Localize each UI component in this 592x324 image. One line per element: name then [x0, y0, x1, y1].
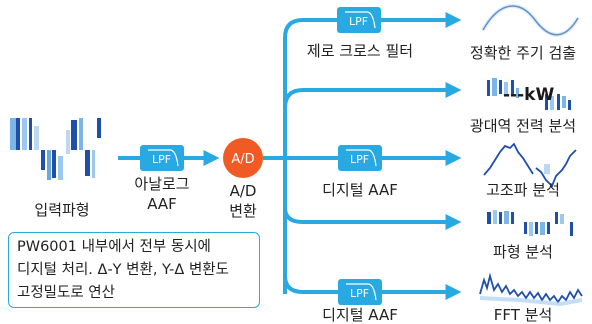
fft-spectrum-icon — [479, 272, 583, 307]
zero-cross-lpf-block: LPF — [337, 7, 381, 33]
digital-aaf-label: 디지털 AAF — [322, 181, 398, 199]
adc-label-line1: A/D — [229, 182, 257, 200]
zero-cross-filter-label: 제로 크로스 필터 — [306, 42, 414, 60]
analog-aaf-label-line1: 아날로그 — [134, 175, 190, 193]
period-detection-label: 정확한 주기 검출 — [469, 44, 577, 62]
lpf-label: LPF — [350, 287, 369, 300]
lpf-label: LPF — [152, 153, 171, 166]
fft-analysis-label: FFT 분석 — [493, 306, 553, 324]
note-line-2: 디지털 처리. Δ-Y 변환, Y-Δ 변환도 — [17, 262, 229, 278]
digital-aaf-fft-lpf-block: LPF — [338, 279, 382, 305]
adc-circle-label: A/D — [231, 152, 254, 167]
adc-circle: A/D — [223, 138, 263, 178]
adc-label-line2: 변환 — [229, 202, 257, 220]
processing-note-box: PW6001 내부에서 전부 동시에 디지털 처리. Δ-Y 변환, Y-Δ 변… — [8, 232, 260, 308]
broadband-power-icon: ---kW — [487, 78, 571, 110]
sine-wave-icon — [481, 4, 580, 37]
waveform-analysis-icon — [487, 210, 573, 236]
note-line-3: 고정밀도로 연산 — [17, 285, 115, 301]
analog-aaf-label: 아날로그 AAF — [122, 175, 202, 213]
lpf-label: LPF — [349, 15, 368, 28]
broadband-power-label: 광대역 전력 분석 — [469, 117, 577, 135]
analog-aaf-lpf-block: LPF — [140, 145, 184, 171]
harmonic-analysis-label: 고조파 분석 — [486, 181, 560, 199]
note-line-1: PW6001 내부에서 전부 동시에 — [17, 239, 211, 255]
digital-aaf-fft-label: 디지털 AAF — [322, 306, 398, 324]
waveform-analysis-label: 파형 분석 — [493, 243, 553, 261]
analog-aaf-label-line2: AAF — [147, 195, 177, 213]
harmonic-wave-icon — [483, 142, 577, 188]
input-waveform-label: 입력파형 — [34, 201, 90, 219]
kw-readout: ---kW — [503, 85, 554, 105]
lpf-label: LPF — [350, 153, 369, 166]
adc-label: A/D 변환 — [213, 182, 273, 220]
input-waveform-icon — [10, 118, 101, 180]
digital-aaf-lpf-block: LPF — [338, 145, 382, 171]
